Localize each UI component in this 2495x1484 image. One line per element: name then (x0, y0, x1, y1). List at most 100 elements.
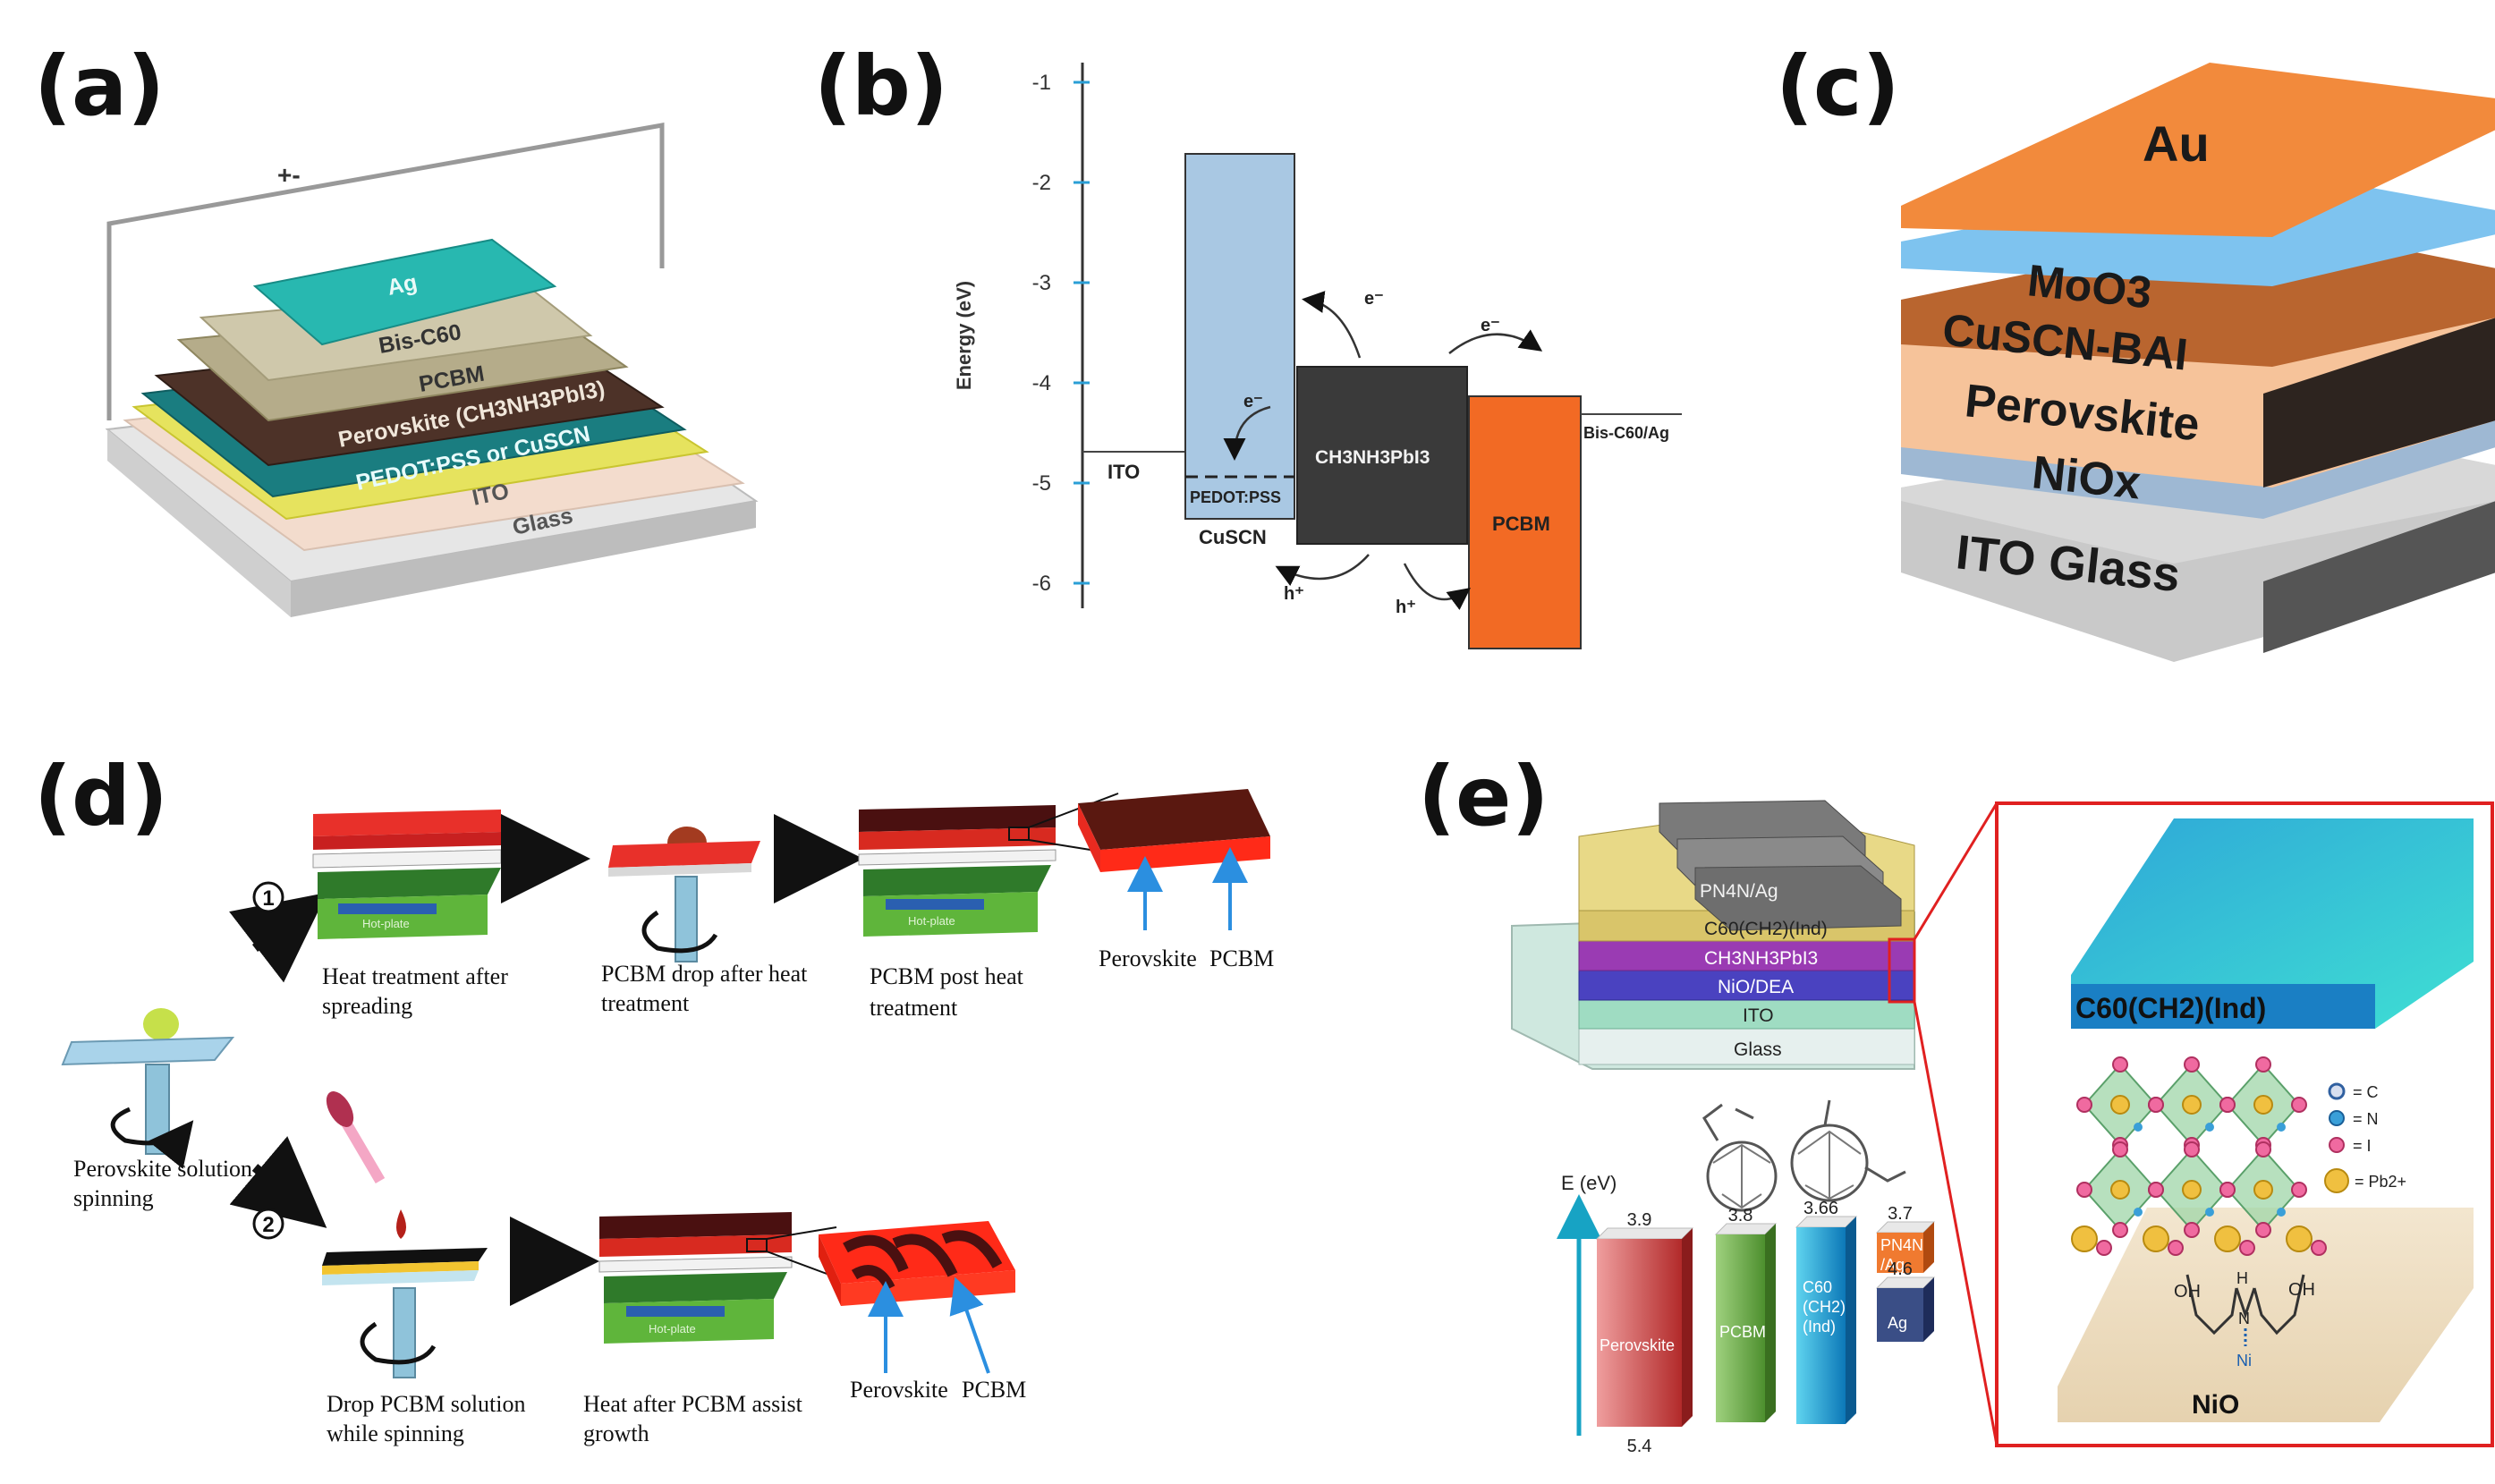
zoom-line-e2 (1913, 1001, 1999, 1446)
route2-step2-line2: growth (583, 1420, 649, 1446)
route1-badge (252, 881, 284, 913)
device-labels-e: PN4N/Ag C60(CH2)(Ind) CH3NH3PbI3 NiO/DEA… (1700, 881, 1828, 1060)
hotplate-label-2: Hot-plate (908, 914, 955, 928)
nitrogen-atom (2205, 1123, 2214, 1132)
route1-step2-line1: PCBM drop after heat (601, 961, 808, 987)
blocked-hole-arrow (1403, 563, 1472, 610)
film-white-3 (598, 1256, 793, 1273)
energy-bar (1716, 1234, 1765, 1422)
energy-bar-label: (CH2) (1803, 1298, 1846, 1316)
energy-bar-side (1765, 1224, 1776, 1422)
energy-tick-label: -2 (1032, 171, 1051, 195)
iodine-atom (2184, 1056, 2200, 1073)
film-top-dark-2 (599, 1212, 792, 1239)
electron-label-1: e⁻ (1364, 289, 1384, 309)
pcbm-band (1468, 395, 1582, 649)
legend-n-label: = N (2353, 1110, 2379, 1128)
film-red-3 (599, 1234, 792, 1257)
energy-axis-label-e: E (eV) (1561, 1172, 1617, 1194)
route1-step2-line2: treatment (601, 990, 690, 1016)
zoom2-grains (843, 1230, 1003, 1291)
energy-bar-label: Ag (1888, 1314, 1907, 1332)
device-stack-e: PN4N/Ag C60(CH2)(Ind) CH3NH3PbI3 NiO/DEA… (1511, 800, 1916, 1070)
iodine-atom (2255, 1056, 2271, 1073)
layer-ito-e (1578, 999, 1915, 1030)
pb-atom-interface (2214, 1225, 2241, 1252)
energy-bar (1796, 1227, 1846, 1424)
route1-step2: PCBM drop after heat treatment (601, 827, 808, 1016)
energy-bar-top-value: 3.9 (1627, 1210, 1652, 1230)
route1-step1-line2: spreading (322, 993, 412, 1019)
legend-c-icon (2328, 1082, 2346, 1100)
electron-extraction-arrow (1448, 329, 1543, 354)
dea-n: N (2238, 1310, 2250, 1327)
label-ag-a: Ag (385, 270, 419, 301)
dea-h: H (2236, 1269, 2248, 1287)
energy-bars-e: Perovskite3.95.4PCBM3.8C60(CH2)(Ind)3.66… (1595, 1199, 1936, 1456)
zoom1-label-perovskite: Perovskite (1099, 946, 1197, 971)
nitrogen-atom (2134, 1208, 2143, 1217)
spin-substrate (608, 863, 751, 877)
zoom1-label-pcbm: PCBM (1209, 946, 1274, 971)
electrode-strip-3 (1694, 865, 1902, 931)
legend-c-label: = C (2353, 1083, 2379, 1101)
panel-label-e: (e) (1418, 749, 1549, 844)
hotplate-display (338, 903, 437, 914)
panel-label-c: (c) (1776, 38, 1900, 134)
label-c60-e: C60(CH2)(Ind) (1704, 919, 1828, 939)
energy-bar-label: PN4N (1880, 1236, 1923, 1254)
base-plate-edge (291, 501, 756, 617)
energy-bar-side (1846, 1217, 1856, 1424)
hotplate-label-1: Hot-plate (362, 917, 410, 930)
label-niox-c: NiOx (2030, 446, 2143, 509)
route1-step1: Hot-plate Heat treatment after spreading (312, 810, 508, 1019)
pedot-level-label: PEDOT:PSS (1190, 488, 1281, 506)
energy-bar-bottom-value: 5.4 (1627, 1437, 1652, 1456)
layer-ag-a (252, 238, 557, 346)
energy-bar-side (1923, 1277, 1934, 1342)
route2-step1-line2: while spinning (327, 1420, 464, 1446)
pb-atom (2110, 1095, 2130, 1115)
energy-bar-label: Perovskite (1600, 1336, 1675, 1354)
energy-bar-side (1682, 1228, 1693, 1427)
hotplate-display-3 (626, 1306, 725, 1317)
dea-bonds (2185, 1274, 2305, 1336)
base-plate-side (107, 429, 291, 617)
energy-bar-top-value: 3.7 (1888, 1204, 1913, 1224)
pb-atom-interface (2143, 1225, 2169, 1252)
energy-bar-top-value: 3.8 (1728, 1206, 1753, 1225)
energy-bar-top-value: 3.66 (1803, 1199, 1838, 1218)
route1-zoom: Perovskite PCBM (1078, 789, 1274, 971)
carrier-labels: e⁻ e⁻ e⁻ h⁺ h⁺ (1243, 289, 1500, 617)
route1-step3-line2: treatment (870, 995, 958, 1021)
iodine-atom (2148, 1182, 2164, 1198)
pb-atom-interface (2286, 1225, 2313, 1252)
zoom-line-2b (766, 1251, 837, 1278)
hole-label-2: h⁺ (1396, 598, 1416, 617)
iodine-atom (2184, 1222, 2200, 1238)
dea-oh-left: OH (2174, 1282, 2201, 1302)
zoom2-arrow-pcbm (949, 1276, 990, 1374)
pcbm-molecule-bonds (1712, 1143, 1771, 1209)
iodine-atom-interface (2168, 1240, 2184, 1256)
iodine-atom (2112, 1056, 2128, 1073)
legend-n-icon (2329, 1110, 2345, 1126)
legend-pb-icon (2324, 1168, 2349, 1193)
energy-axis-label: Energy (eV) (953, 281, 975, 390)
route2-arrow (229, 1136, 327, 1228)
hole-label-1: h⁺ (1284, 584, 1304, 604)
legend-pb-label: = Pb2+ (2355, 1173, 2406, 1191)
route1-step3: Hot-plate PCBM post heat treatment (858, 793, 1119, 1021)
nitrogen-atom (2277, 1208, 2286, 1217)
route2-step1: Drop PCBM solution while spinning (322, 1091, 526, 1446)
spin-film-blue (322, 1270, 479, 1285)
pcbm-droplet-2 (396, 1209, 406, 1239)
film-white (312, 849, 502, 869)
iodine-atom (2076, 1097, 2092, 1113)
zoom-box-2 (746, 1238, 768, 1252)
label-ito-e: ITO (1743, 1005, 1774, 1026)
iodine-atom (2291, 1097, 2307, 1113)
atom-legend: = C = N = I = Pb2+ (2324, 1082, 2406, 1193)
spin-coater-start: Perovskite solution spinning (61, 1008, 252, 1211)
